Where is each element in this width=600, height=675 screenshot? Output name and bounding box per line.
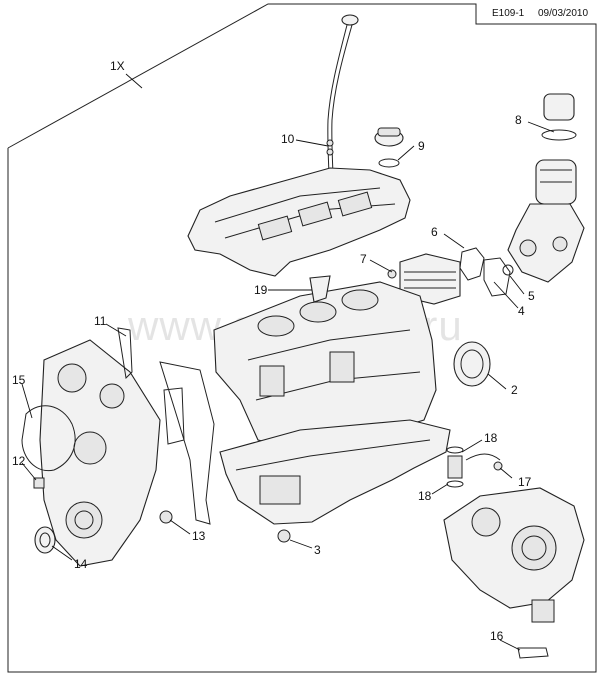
crankshaft-seal [34, 526, 56, 554]
callout-5: 5 [528, 289, 535, 303]
valve-cover [187, 167, 411, 277]
callout-9: 9 [418, 139, 425, 153]
bracket-19 [309, 275, 331, 303]
bracket-16 [517, 647, 549, 659]
diagram-date: 09/03/2010 [538, 8, 588, 19]
timing-cover [39, 339, 161, 567]
callout-6: 6 [431, 225, 438, 239]
callout-15: 15 [12, 373, 26, 387]
bolt-12 [33, 477, 45, 489]
callout-8: 8 [515, 113, 522, 127]
turbocharger [443, 487, 585, 623]
callout-18-bottom: 18 [418, 489, 432, 503]
callout-13: 13 [192, 529, 206, 543]
assembly-leader [125, 73, 143, 89]
callout-4: 4 [518, 304, 525, 318]
coolant-pipe [446, 446, 503, 488]
cooler-gaskets [459, 247, 514, 297]
oil-filter-housing [507, 93, 585, 283]
callout-17: 17 [518, 475, 532, 489]
callout-14: 14 [74, 557, 88, 571]
engine-block [213, 281, 437, 451]
callout-11: 11 [94, 314, 107, 328]
assembly-label: 1X [110, 59, 125, 73]
callout-2: 2 [511, 383, 518, 397]
front-gaskets [117, 327, 215, 525]
callout-18-top: 18 [484, 431, 498, 445]
oil-pan [219, 419, 451, 543]
rear-main-seal [453, 341, 491, 387]
oil-cooler [387, 253, 461, 305]
oil-filler-cap [374, 127, 404, 168]
leader-lines [21, 121, 555, 651]
timing-cover-gasket [21, 405, 76, 472]
callout-12: 12 [12, 454, 26, 468]
callout-7: 7 [360, 252, 367, 266]
callout-10: 10 [281, 132, 295, 146]
callout-16: 16 [490, 629, 504, 643]
callout-3: 3 [314, 543, 321, 557]
callout-19: 19 [254, 283, 268, 297]
diagram-code: E109-1 [492, 8, 525, 19]
diagram-frame [7, 3, 597, 673]
